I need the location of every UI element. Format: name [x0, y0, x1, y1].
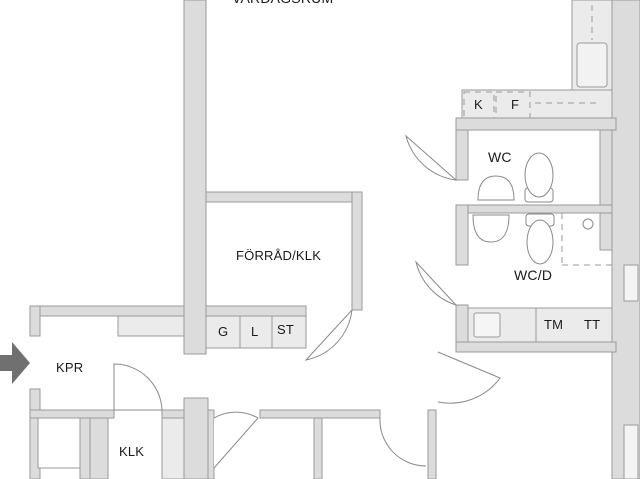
wc-sink	[477, 175, 515, 201]
wall-hall-top	[29, 305, 185, 317]
wall-storage-right	[351, 191, 363, 311]
wall-center-vertical	[183, 0, 207, 355]
wcd-door	[415, 260, 458, 307]
closet-shelf	[117, 315, 185, 337]
closet-left-fixture	[37, 417, 81, 469]
fixture-label-washing-machine: TM	[544, 317, 564, 332]
wcd-toilet-bowl	[526, 219, 554, 265]
window-right-upper	[623, 264, 639, 302]
wall-storage-bottom	[205, 305, 307, 317]
lower-door-2	[379, 417, 427, 467]
room-label-storage: FÖRRÅD/KLK	[236, 248, 322, 263]
storage-cabinets	[205, 315, 307, 349]
lower-door-1	[213, 411, 259, 469]
room-label-wc-shower: WC/D	[514, 267, 553, 283]
wall-right-outer	[611, 0, 640, 479]
laundry-sink	[473, 312, 501, 338]
wc-door	[405, 134, 458, 181]
room-label-closet: KLK	[119, 444, 145, 459]
living-door	[437, 351, 501, 404]
wall-lower-thin	[207, 409, 215, 479]
fixture-label-fridge: K	[474, 97, 483, 112]
wall-hall-left-top	[29, 305, 41, 337]
window-right-lower	[623, 424, 639, 479]
fixture-label-hatshelf: G	[218, 324, 229, 339]
wall-storage-top	[205, 191, 363, 203]
kitchen-counter-horizontal	[461, 89, 613, 119]
wall-lower-column	[183, 397, 209, 479]
wall-closet-left-v	[79, 417, 91, 479]
fixture-label-broom-closet: ST	[277, 322, 295, 337]
entrance-arrow-icon	[0, 342, 30, 384]
wall-bath-left-mid	[455, 204, 469, 266]
wall-lower-mid-v	[313, 417, 323, 479]
closet-shelf-lower	[161, 417, 185, 479]
wall-lower-mid	[259, 409, 381, 419]
wall-below-kitchen	[455, 117, 617, 131]
wall-wc-divider	[467, 204, 613, 214]
room-label-wc: WC	[488, 149, 512, 165]
room-label-hallway: KPR	[56, 360, 84, 375]
shower-head	[582, 218, 594, 230]
wall-lower-right-v	[427, 409, 437, 479]
fixture-label-freezer: F	[511, 97, 520, 112]
wall-hall-bottom-left	[29, 409, 115, 419]
wcd-sink	[472, 214, 510, 243]
wall-closet-inner	[89, 417, 109, 479]
wall-bath-left-top	[455, 129, 469, 181]
fixture-label-dryer: TT	[584, 317, 601, 332]
wc-toilet-bowl	[524, 152, 554, 198]
room-label-living-room: VARDAGSRUM	[232, 0, 333, 6]
wall-laundry-bottom	[455, 341, 617, 353]
wall-kitchen-right	[599, 119, 613, 251]
fixture-label-linen: L	[251, 324, 259, 339]
closet-door	[113, 363, 163, 411]
sink-basin	[576, 42, 608, 88]
storage-door	[304, 309, 353, 361]
